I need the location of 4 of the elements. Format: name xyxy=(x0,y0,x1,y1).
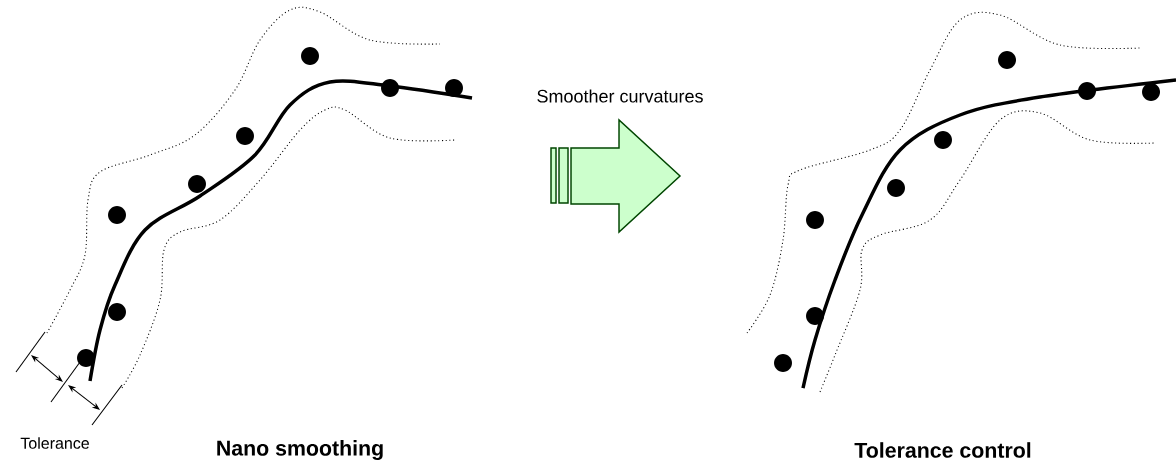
panel-caption: Nano smoothing xyxy=(217,440,383,460)
dimension-label: Tolerance xyxy=(20,437,89,449)
arrow-caption: Smoother curvatures xyxy=(537,89,703,103)
panel-caption: Tolerance control xyxy=(854,442,1031,458)
